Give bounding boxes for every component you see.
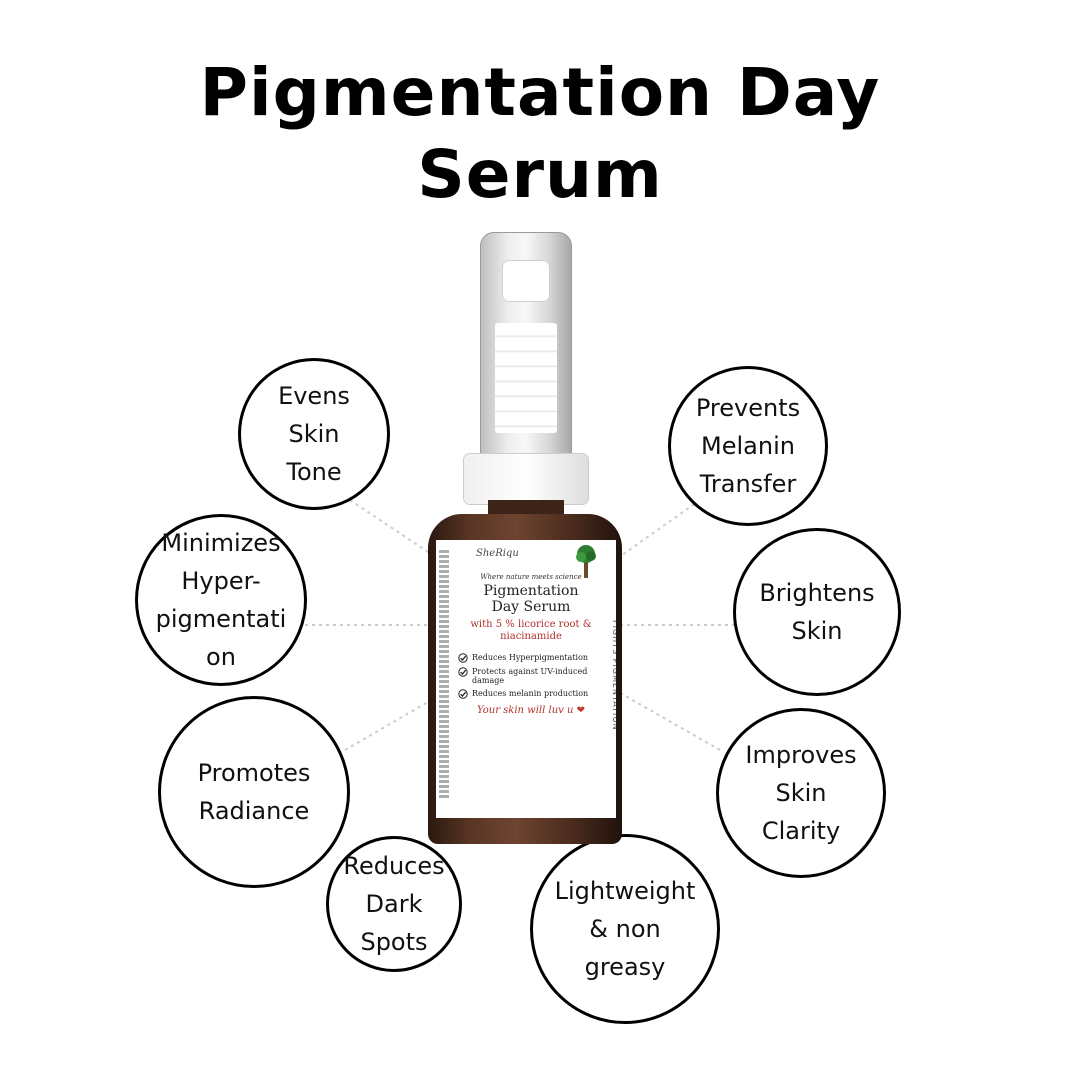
title-line-2: Serum <box>417 136 663 213</box>
product-label: FIGHTS PIGMENTATION SheRiqu Where nature… <box>436 540 616 818</box>
bottle-shoulder <box>464 454 588 504</box>
label-side-text: FIGHTS PIGMENTATION <box>611 619 616 731</box>
benefit-label: Minimizes Hyper- pigmentati on <box>155 529 287 671</box>
label-barcode-text <box>439 550 449 800</box>
benefit-reduces-dark-spots: Reduces Dark Spots <box>326 836 462 972</box>
label-ingredients: with 5 % licorice root & niacinamide <box>458 619 604 643</box>
label-name-line-2: Day Serum <box>491 599 571 615</box>
label-slogan: Your skin will luv u ❤ <box>458 705 604 716</box>
benefit-promotes-radiance: Promotes Radiance <box>158 696 350 888</box>
heart-icon: ❤ <box>576 705 585 716</box>
label-benefit-item: Reduces melanin production <box>458 689 604 699</box>
connector-promotes <box>344 694 441 751</box>
benefit-label: Promotes Radiance <box>197 759 311 825</box>
label-benefit-text: Reduces melanin production <box>472 689 589 698</box>
benefit-minimizes-hyperpigmentation: Minimizes Hyper- pigmentati on <box>135 514 307 686</box>
benefit-label: Prevents Melanin Transfer <box>695 394 801 498</box>
connector-prevents <box>614 499 701 561</box>
label-benefit-text: Protects against UV-induced damage <box>472 667 588 685</box>
benefit-label: Improves Skin Clarity <box>745 741 857 845</box>
connector-improves <box>614 689 721 751</box>
benefit-brightens-skin: Brightens Skin <box>733 528 901 696</box>
page-title: Pigmentation Day Serum <box>0 52 1080 216</box>
benefit-prevents-melanin-transfer: Prevents Melanin Transfer <box>668 366 828 526</box>
benefit-improves-skin-clarity: Improves Skin Clarity <box>716 708 886 878</box>
label-ingredients-line-2: niacinamide <box>500 631 562 642</box>
label-ingredients-line-1: with 5 % licorice root & <box>470 619 592 630</box>
label-benefit-item: Protects against UV-induced damage <box>458 667 604 685</box>
label-product-name: Pigmentation Day Serum <box>458 583 604 615</box>
label-name-line-1: Pigmentation <box>483 583 579 599</box>
benefit-lightweight-non-greasy: Lightweight & non greasy <box>530 834 720 1024</box>
tree-icon <box>576 545 596 578</box>
benefit-label: Reduces Dark Spots <box>343 852 445 956</box>
check-icon <box>458 653 468 663</box>
title-line-1: Pigmentation Day <box>199 54 881 131</box>
benefit-label: Brightens Skin <box>759 579 875 645</box>
check-icon <box>458 689 468 699</box>
check-icon <box>458 667 468 677</box>
pump-collar <box>495 323 557 433</box>
label-benefit-list: Reduces Hyperpigmentation Protects again… <box>458 653 604 699</box>
brand-name: SheRiqu <box>476 548 519 559</box>
benefit-label: Lightweight & non greasy <box>554 877 696 981</box>
spray-nozzle <box>503 261 549 301</box>
label-benefit-item: Reduces Hyperpigmentation <box>458 653 604 663</box>
label-benefit-text: Reduces Hyperpigmentation <box>472 653 589 662</box>
label-tagline: Where nature meets science <box>480 573 582 581</box>
benefit-evens-skin-tone: Evens Skin Tone <box>238 358 390 510</box>
product-bottle: FIGHTS PIGMENTATION SheRiqu Where nature… <box>418 232 632 844</box>
bottle-cap <box>480 232 572 462</box>
label-slogan-text: Your skin will luv u <box>477 705 574 716</box>
benefit-label: Evens Skin Tone <box>278 382 350 486</box>
